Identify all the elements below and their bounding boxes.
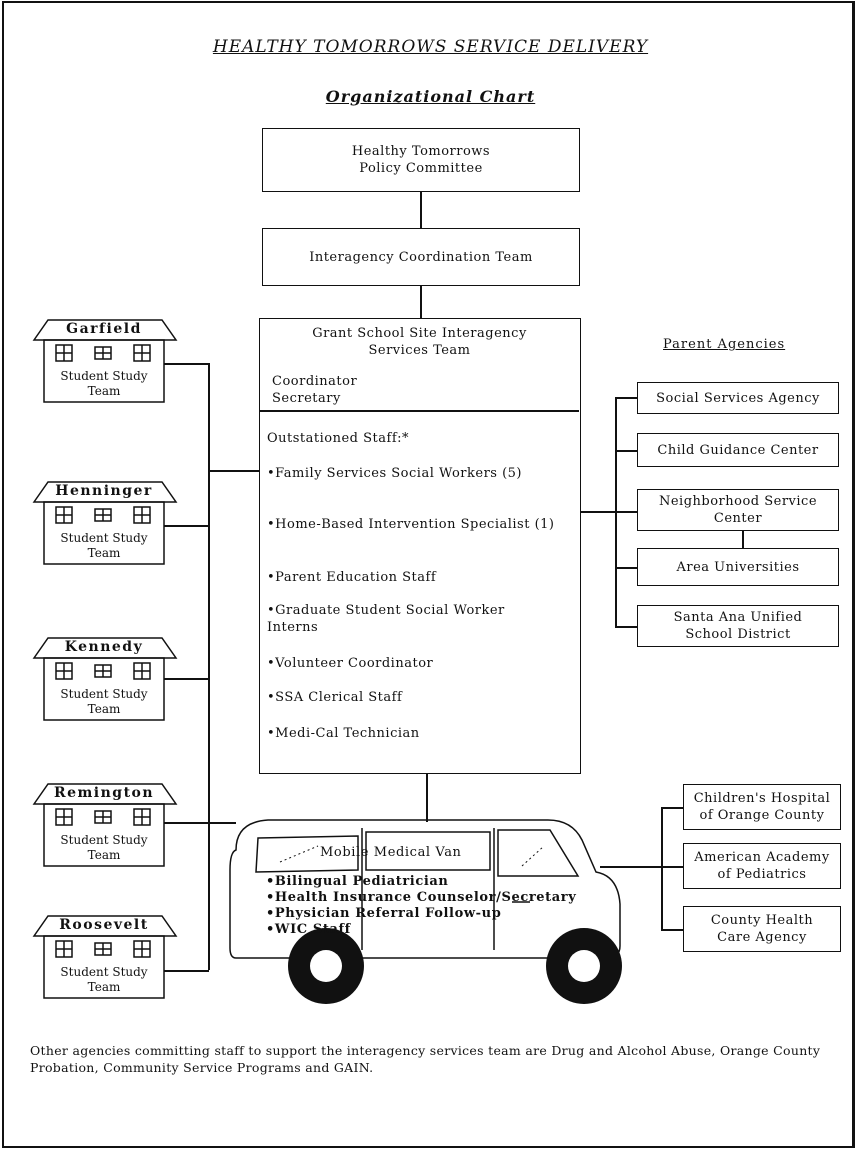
agency-connector <box>615 511 637 513</box>
van-title: Mobile Medical Van <box>320 845 462 860</box>
agency-nsc-box: Neighborhood Service Center <box>637 489 839 531</box>
van-item: •WIC Staff <box>266 922 351 937</box>
partner-chc-box: Children's Hospital of Orange County <box>683 784 841 830</box>
partner-label: Children's Hospital <box>693 791 831 806</box>
school-connector <box>164 822 236 824</box>
partner-connector <box>661 866 683 868</box>
school-sub-2: Team <box>87 546 121 560</box>
partner-connector <box>661 929 683 931</box>
page-title: HEALTHY TOMORROWS SERVICE DELIVERY <box>212 37 649 57</box>
agency-cgc-box: Child Guidance Center <box>637 433 839 467</box>
connector-coord-grant <box>420 286 422 318</box>
partner-label: Care Agency <box>717 930 807 945</box>
staff-item: •Graduate Student Social Worker Interns <box>267 603 505 635</box>
agency-label: Social Services Agency <box>656 390 820 406</box>
van-item: •Health Insurance Counselor/Secretary <box>266 890 577 905</box>
agency-label: Child Guidance Center <box>657 442 819 458</box>
agency-label: Area Universities <box>676 559 800 575</box>
grant-team-box: Grant School Site Interagency Services T… <box>259 318 581 774</box>
staff-item: •Medi-Cal Technician <box>267 726 420 741</box>
nsc-to-au-line <box>742 531 744 548</box>
partner-label: of Orange County <box>699 808 825 823</box>
school-connector <box>164 678 209 680</box>
school-house-icon <box>32 481 178 565</box>
agency-connector <box>615 567 637 569</box>
school-name: Roosevelt <box>59 917 149 933</box>
school-name: Kennedy <box>64 639 144 655</box>
agency-label: School District <box>685 627 791 642</box>
school-house-icon <box>32 319 178 403</box>
van-item: •Bilingual Pediatrician <box>266 874 449 889</box>
coordination-label: Interagency Coordination Team <box>309 249 533 265</box>
partner-aap-box: American Academy of Pediatrics <box>683 843 841 889</box>
school-connector <box>164 525 209 527</box>
school-sub-2: Team <box>87 980 121 994</box>
agency-label: Center <box>713 511 763 526</box>
staff-item: •Volunteer Coordinator <box>267 656 434 671</box>
school-sub-2: Team <box>87 848 121 862</box>
van-sparkle-icon <box>279 845 545 867</box>
school-sub-1: Student Study <box>60 965 148 979</box>
partner-label: County Health <box>710 913 814 928</box>
partners-trunk-line <box>661 807 663 929</box>
staff-item: •Home-Based Intervention Specialist (1) <box>267 517 555 532</box>
connector-policy-coord <box>420 192 422 228</box>
school-sub-2: Team <box>87 384 121 398</box>
partner-connector <box>661 807 683 809</box>
policy-line-2: Policy Committee <box>359 161 483 176</box>
chart-subtitle: Organizational Chart <box>325 87 536 106</box>
van-to-partners-line <box>600 866 662 868</box>
school-house-icon <box>32 915 178 999</box>
policy-committee-box: Healthy Tomorrows Policy Committee <box>262 128 580 192</box>
school-name: Garfield <box>66 321 142 337</box>
partner-label: American Academy <box>694 850 830 865</box>
school-connector <box>164 970 209 972</box>
outstationed-label: Outstationed Staff:* <box>267 431 410 446</box>
van-icon <box>229 819 621 959</box>
staff-item: •Parent Education Staff <box>267 570 437 585</box>
staff-item: •Family Services Social Workers (5) <box>267 466 523 481</box>
grant-secretary: Secretary <box>272 391 341 406</box>
school-house-icon <box>32 637 178 721</box>
school-sub-1: Student Study <box>60 531 148 545</box>
connector-grant-van <box>426 774 428 822</box>
agency-connector <box>615 450 637 452</box>
van-item: •Physician Referral Follow-up <box>266 906 502 921</box>
school-name: Remington <box>53 785 155 801</box>
grant-line-2: Services Team <box>368 343 471 358</box>
school-name: Henninger <box>55 483 153 499</box>
school-sub-2: Team <box>87 702 121 716</box>
van-wheel-icon <box>288 928 364 1004</box>
staff-item: •SSA Clerical Staff <box>267 690 403 705</box>
school-sub-1: Student Study <box>60 369 148 383</box>
parent-agencies-heading: Parent Agencies <box>663 337 786 352</box>
partner-label: of Pediatrics <box>717 867 807 882</box>
grant-to-agencies-line <box>581 511 616 513</box>
agency-sausd-box: Santa Ana Unified School District <box>637 605 839 647</box>
coordination-team-box: Interagency Coordination Team <box>262 228 580 286</box>
partner-cha-box: County Health Care Agency <box>683 906 841 952</box>
van-wheel-icon <box>546 928 622 1004</box>
school-trunk-line <box>208 363 210 970</box>
school-house-icon <box>32 783 178 867</box>
policy-line-1: Healthy Tomorrows <box>351 144 491 159</box>
agency-label: Neighborhood Service <box>658 494 818 509</box>
school-sub-1: Student Study <box>60 833 148 847</box>
grant-line-1: Grant School Site Interagency <box>312 326 527 341</box>
agency-au-box: Area Universities <box>637 548 839 586</box>
school-connector <box>164 363 209 365</box>
grant-divider <box>260 410 579 412</box>
school-sub-1: Student Study <box>60 687 148 701</box>
agency-connector <box>615 397 637 399</box>
agency-label: Santa Ana Unified <box>673 610 803 625</box>
grant-coordinator: Coordinator <box>272 374 358 389</box>
footer-note: Other agencies committing staff to suppo… <box>30 1043 821 1075</box>
agency-connector <box>615 626 637 628</box>
school-to-grant-line <box>208 470 259 472</box>
agency-ssa-box: Social Services Agency <box>637 382 839 414</box>
